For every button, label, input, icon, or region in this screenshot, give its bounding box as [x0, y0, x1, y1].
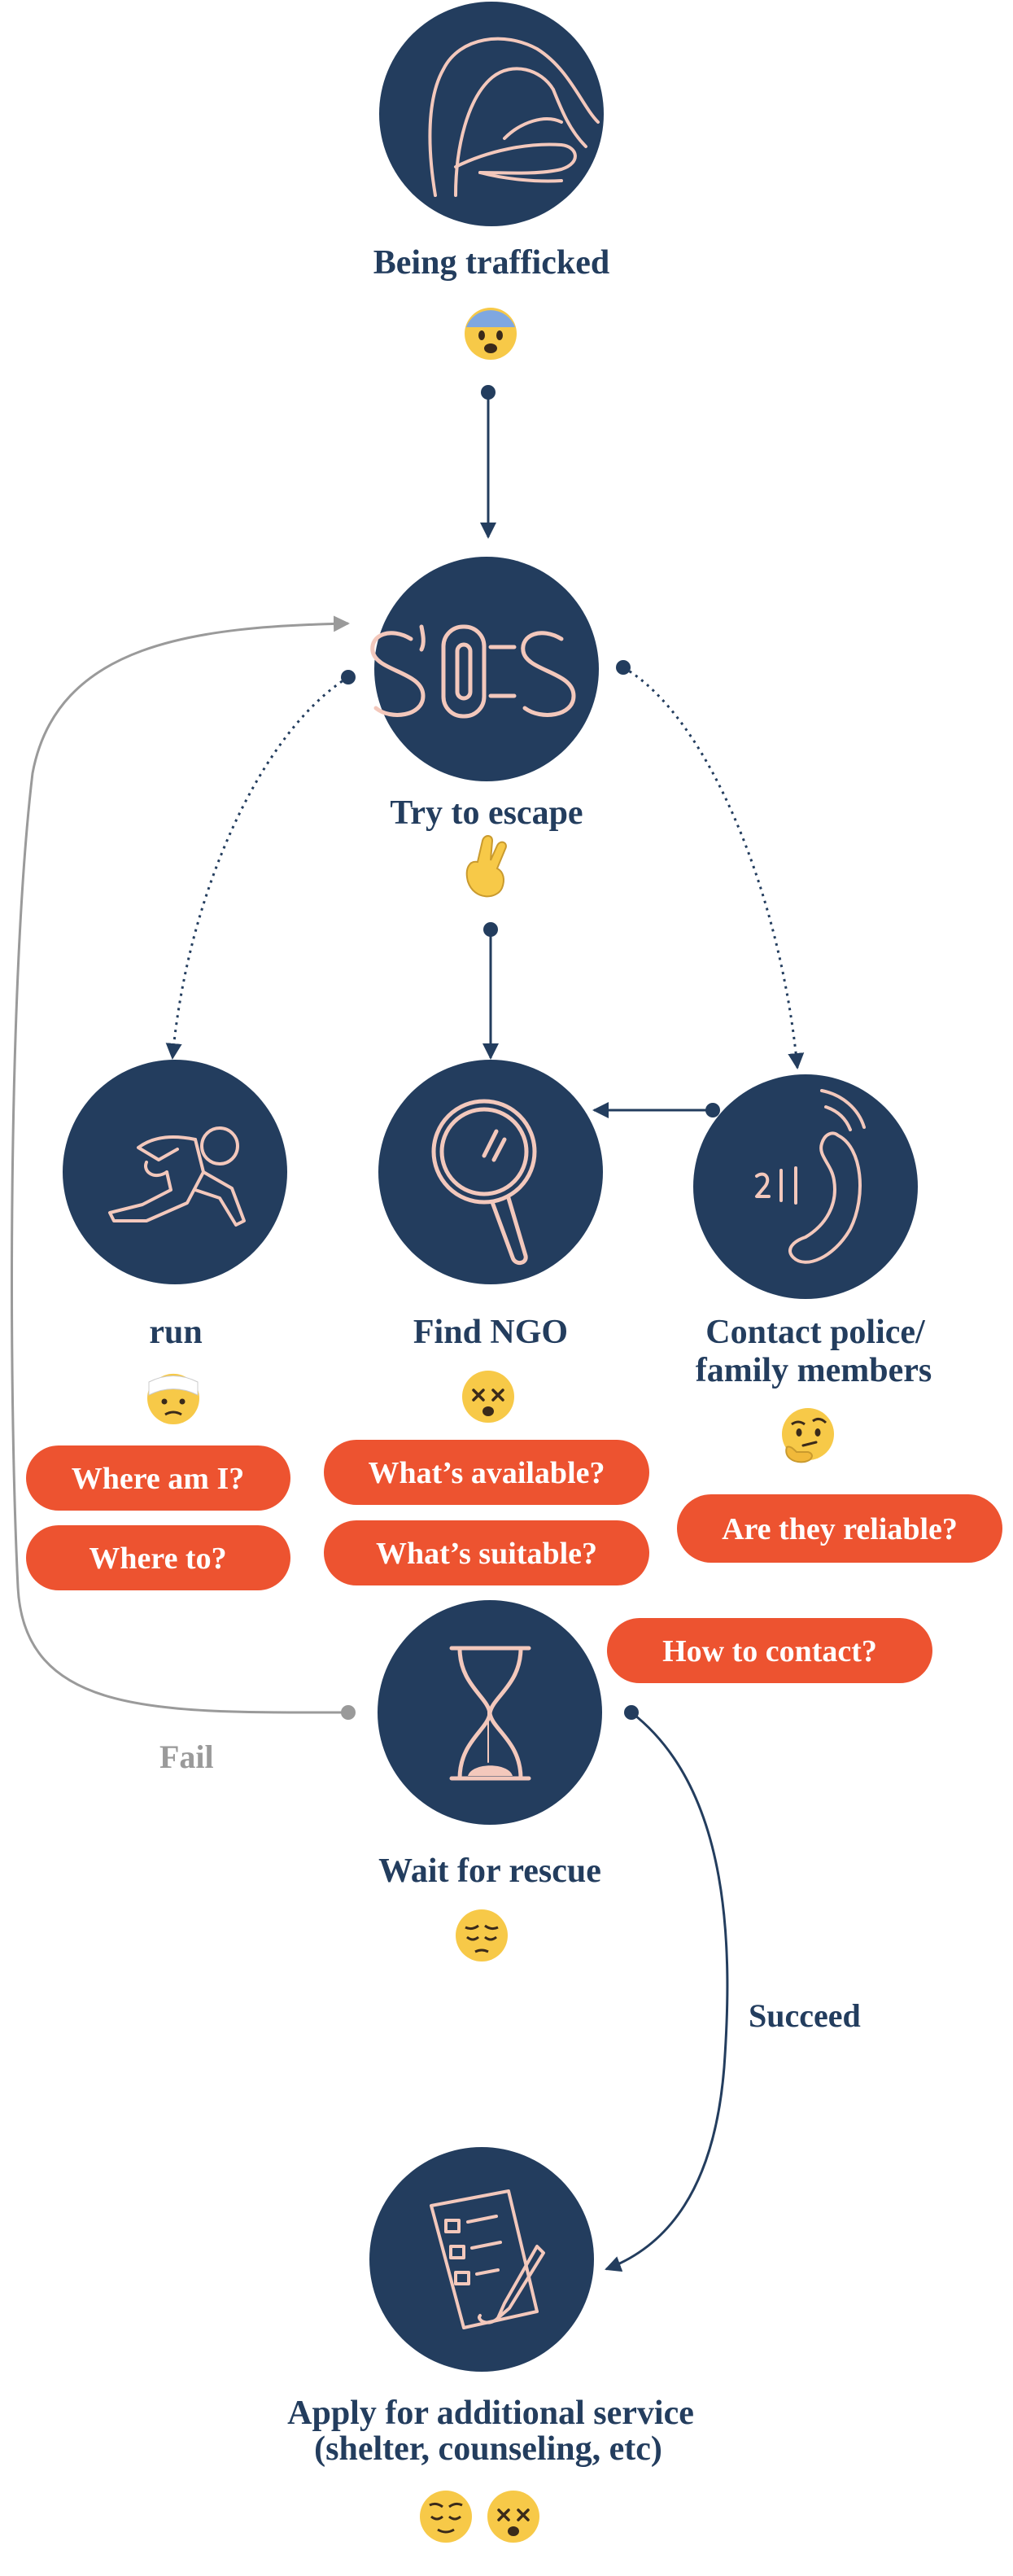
dizzy-face-emoji [462, 1371, 514, 1423]
question-pill-text: Where am I? [72, 1462, 245, 1496]
question-pill-text: Where to? [89, 1542, 226, 1576]
node-run: run Where am I? Where to? [26, 1060, 290, 1590]
question-pill: Are they reliable? [677, 1494, 1002, 1563]
node-label: Being trafficked [373, 244, 609, 282]
node-label-line: family members [696, 1352, 932, 1389]
node-try-to-escape: Try to escape [370, 557, 599, 898]
edge-rescue-fail-to-sos [11, 615, 356, 1720]
node-apply-for-service: Apply for additional service (shelter, c… [287, 2147, 694, 2543]
phone-911-icon [755, 1089, 866, 1264]
node-label: run [149, 1314, 202, 1351]
edge-police-to-ngo [592, 1102, 720, 1118]
node-being-trafficked: Being trafficked [373, 2, 609, 360]
thinking-face-emoji [782, 1408, 834, 1463]
hourglass-icon [449, 1646, 531, 1781]
question-pill-text: How to contact? [662, 1634, 877, 1668]
question-pill-text: Are they reliable? [722, 1512, 958, 1546]
node-contact-police: Contact police/ family members Are they … [607, 1074, 1002, 1683]
dizzy-face-emoji [487, 2491, 539, 2543]
question-pill: How to contact? [607, 1618, 932, 1683]
question-pill: Where to? [26, 1525, 290, 1590]
question-pill-text: What’s available? [369, 1456, 605, 1490]
edge-sos-to-ngo [482, 922, 499, 1060]
question-pill-text: What’s suitable? [376, 1537, 597, 1571]
node-label: Wait for rescue [378, 1852, 601, 1890]
fearful-face-emoji [465, 308, 517, 360]
sos-icon [370, 624, 576, 719]
edge-rescue-succeed-to-apply [605, 1705, 729, 2272]
edge-sos-to-police [616, 660, 805, 1069]
document-pen-icon [430, 2189, 545, 2329]
succeed-label: Succeed [749, 1997, 861, 2034]
pensive-face-emoji [456, 1909, 508, 1962]
node-find-ngo: Find NGO What’s available? What’s suitab… [324, 1060, 649, 1585]
running-person-icon [108, 1126, 246, 1227]
relieved-face-emoji [420, 2491, 472, 2543]
question-pill: Where am I? [26, 1445, 290, 1511]
magnifying-glass-icon [431, 1099, 537, 1265]
edge-sos-to-run [165, 670, 356, 1060]
node-label-line: (shelter, counseling, etc) [314, 2430, 662, 2468]
node-label-line: Contact police/ [705, 1314, 926, 1351]
node-label: Apply for additional service (shelter, c… [287, 2394, 694, 2468]
node-label-line: Apply for additional service [287, 2394, 694, 2432]
fail-label: Fail [159, 1738, 214, 1775]
crossed-fingers-emoji [465, 835, 507, 898]
node-label: Contact police/ family members [696, 1314, 932, 1389]
node-label: Try to escape [390, 794, 583, 832]
edge-trafficked-to-sos [480, 385, 496, 539]
node-label: Find NGO [413, 1314, 568, 1351]
person-holding-head-icon [428, 37, 600, 197]
question-pill: What’s suitable? [324, 1520, 649, 1585]
head-bandage-emoji [147, 1371, 199, 1424]
node-wait-for-rescue: Wait for rescue [378, 1600, 602, 1962]
question-pill: What’s available? [324, 1440, 649, 1505]
